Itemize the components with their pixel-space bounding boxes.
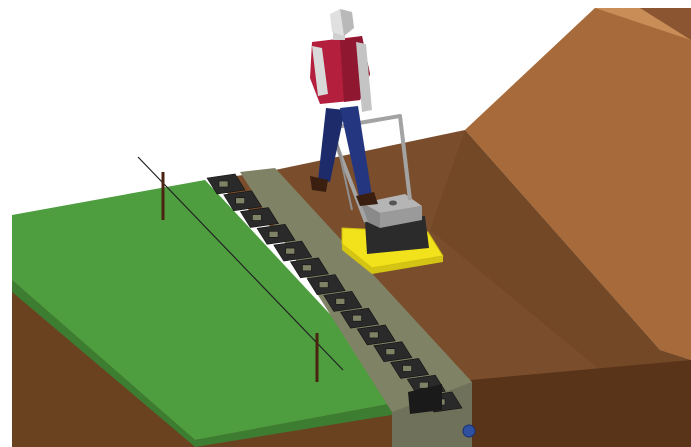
wall-block-core: [319, 282, 328, 288]
compactor-cap: [389, 201, 397, 206]
wall-block-core: [286, 248, 295, 254]
wall-block-core: [403, 365, 412, 371]
wall-block-core: [269, 231, 278, 237]
wall-block-core: [369, 332, 378, 338]
wall-block-core: [419, 382, 428, 388]
wall-block-core: [219, 181, 228, 187]
drain-pipe: [463, 425, 475, 437]
wall-block-core: [302, 265, 311, 271]
wall-block-core: [336, 298, 345, 304]
wall-block-core: [236, 198, 245, 204]
wall-block-core: [353, 315, 362, 321]
wall-block-core: [386, 349, 395, 355]
wall-block-core: [252, 215, 261, 221]
